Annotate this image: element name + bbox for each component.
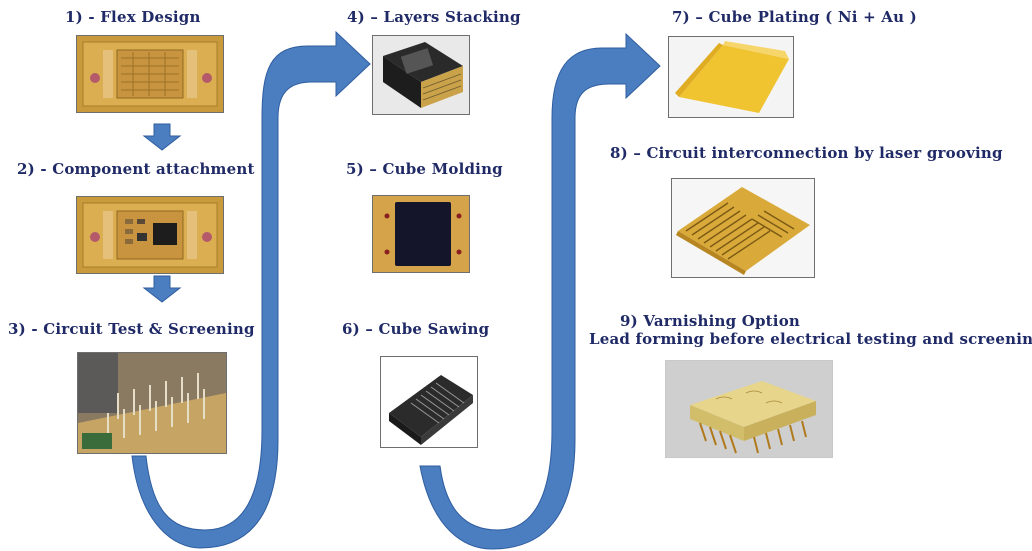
flex-design-photo bbox=[76, 35, 224, 113]
varnished-cube-photo bbox=[665, 360, 833, 458]
step-7-label: 7) – Cube Plating ( Ni + Au ) bbox=[672, 8, 917, 26]
step-1-label: 1) - Flex Design bbox=[65, 8, 201, 26]
u-turn-arrow-to-layers-stacking bbox=[131, 30, 371, 549]
down-arrow-1-to-2 bbox=[142, 123, 182, 151]
step-3-label: 3) - Circuit Test & Screening bbox=[8, 320, 255, 338]
u-turn-arrow-to-cube-plating bbox=[419, 32, 661, 550]
step-5-label: 5) – Cube Molding bbox=[346, 160, 503, 178]
layers-stacking-photo bbox=[372, 35, 470, 115]
cube-molding-photo bbox=[372, 195, 470, 273]
step-2-label: 2) - Component attachment bbox=[17, 160, 255, 178]
step-9-sublabel: Lead forming before electrical testing a… bbox=[589, 330, 1032, 348]
step-9-label: 9) Varnishing Option bbox=[620, 312, 801, 330]
cube-plating-photo bbox=[668, 36, 794, 118]
laser-grooving-photo bbox=[671, 178, 815, 278]
down-arrow-2-to-3 bbox=[142, 275, 182, 303]
circuit-test-photo bbox=[77, 352, 227, 454]
component-attachment-photo bbox=[76, 196, 224, 274]
step-6-label: 6) – Cube Sawing bbox=[342, 320, 490, 338]
cube-sawing-photo bbox=[380, 356, 478, 448]
step-4-label: 4) – Layers Stacking bbox=[347, 8, 521, 26]
step-8-label: 8) – Circuit interconnection by laser gr… bbox=[610, 144, 1003, 162]
